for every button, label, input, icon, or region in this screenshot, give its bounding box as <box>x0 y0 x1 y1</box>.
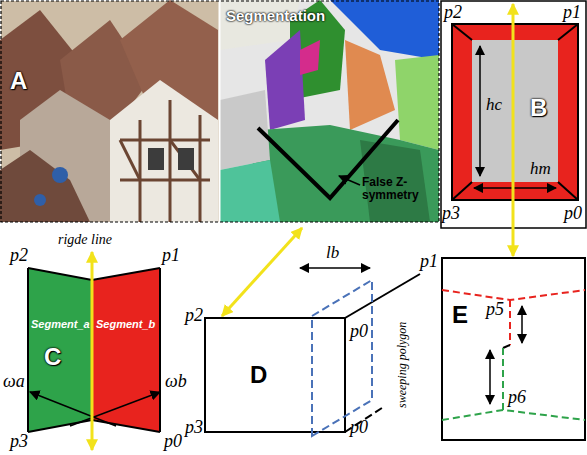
segment-label: Segment_b <box>96 318 155 330</box>
panel-c-figure-part <box>70 392 160 426</box>
panel-b-figure-part <box>474 187 556 189</box>
panel-e-figure-part <box>503 345 510 348</box>
normal-label: ωb <box>165 372 187 392</box>
panel-b-figure-part-part <box>452 182 472 200</box>
point-label: p6 <box>508 388 526 408</box>
photo-panel-part-part <box>170 140 200 180</box>
photo-panel-part <box>0 150 90 222</box>
photo-panel-part <box>120 100 210 222</box>
segmentation-panel-part <box>265 30 305 130</box>
panel-b-figure-part-part <box>558 182 578 200</box>
panel-e-figure <box>442 258 585 440</box>
annotation: False Z-symmetry <box>362 176 428 202</box>
dimension-label: hm <box>530 160 551 179</box>
panel-letter: A <box>10 68 27 94</box>
dimension-label: hc <box>486 96 502 115</box>
dimension-label: lb <box>326 244 339 263</box>
panel-b-figure-part <box>512 4 515 256</box>
panel-b-figure-part-part <box>558 24 578 40</box>
panel-d-figure-part <box>312 280 372 436</box>
segmentation-panel-part <box>220 1 439 222</box>
panel-c-figure <box>28 252 160 450</box>
point-label: p5 <box>486 300 504 320</box>
segmentation-panel-part <box>219 0 221 222</box>
photo-panel-part-part <box>139 120 142 222</box>
photo-panel-part <box>52 167 68 183</box>
corner-label: p1 <box>563 3 581 23</box>
panel-letter: B <box>530 95 547 121</box>
segment-label: Segment_a <box>31 318 90 330</box>
polygon-label: sweeping polygon <box>396 322 409 408</box>
panel-b-figure-part-part <box>452 24 472 40</box>
corner-label: p3 <box>185 418 203 438</box>
photo-panel-part <box>178 148 194 170</box>
photo-panel-part <box>148 148 164 170</box>
axis-label: rigde line <box>58 232 112 247</box>
panel-letter: D <box>250 362 267 388</box>
corner-label: p0 <box>164 432 182 452</box>
panel-e-figure-part <box>442 410 585 420</box>
panel-e-figure-part <box>509 300 511 345</box>
photo-panel-part-part <box>199 115 202 222</box>
normal-label: ωa <box>3 372 25 392</box>
corner-label: p1 <box>420 252 438 272</box>
panel-c-figure-part <box>27 268 29 432</box>
panel-title: Segmentation <box>226 8 325 25</box>
panel-c-figure-part <box>28 268 92 432</box>
segmentation-panel <box>1 0 439 222</box>
panel-e-figure-part <box>442 290 585 300</box>
photo-panel-part <box>110 80 218 222</box>
corner-label: p3 <box>10 432 28 452</box>
corner-label: p1 <box>162 246 180 266</box>
photo-panel <box>0 0 219 222</box>
panel-b-figure-part <box>472 40 558 182</box>
segmentation-panel-part <box>1 1 439 222</box>
photo-panel-part-part <box>120 179 210 182</box>
corner-label: p2 <box>10 246 28 266</box>
corner-label: p2 <box>444 3 462 23</box>
panel-b-figure <box>441 1 586 256</box>
panel-d-figure-part <box>300 267 370 269</box>
corner-label: p3 <box>442 204 460 224</box>
panel-c-figure-part <box>28 268 160 280</box>
panel-b-figure-part <box>452 24 578 200</box>
panel-e-figure-part <box>502 348 504 410</box>
panel-e-figure-part <box>521 306 523 343</box>
panel-e-figure-part <box>442 258 585 440</box>
segmentation-panel-part <box>395 55 439 150</box>
corner-label: p0 <box>350 418 368 438</box>
panel-c-figure-part <box>91 252 94 450</box>
photo-panel-part-part <box>120 140 140 180</box>
panel-b-figure-part <box>452 24 578 200</box>
panel-c-figure-part <box>159 268 161 432</box>
photo-panel-part <box>34 194 46 206</box>
panel-c-figure-part <box>30 392 116 426</box>
corner-label: p0 <box>564 204 582 224</box>
photo-panel-part <box>1 1 219 222</box>
panel-c-figure-part <box>28 420 160 432</box>
panel-d-figure-part <box>222 228 302 316</box>
corner-label: p0 <box>350 322 368 342</box>
panel-d-figure-part <box>345 274 420 318</box>
segmentation-panel-part <box>300 40 320 75</box>
panel-d-figure <box>205 228 420 436</box>
corner-label: p2 <box>185 306 203 326</box>
segmentation-panel-part <box>220 160 280 222</box>
panel-letter: E <box>452 302 468 328</box>
panel-b-figure-part <box>479 46 481 176</box>
segmentation-panel-part <box>339 176 360 185</box>
photo-panel-part-part <box>169 100 172 222</box>
panel-c-figure-part <box>92 268 160 432</box>
panel-letter: C <box>44 344 61 370</box>
photo-panel-part-part <box>120 139 210 142</box>
segmentation-panel-part <box>345 40 395 130</box>
panel-d-figure-part <box>205 318 345 432</box>
panel-e-figure-part <box>489 350 491 404</box>
